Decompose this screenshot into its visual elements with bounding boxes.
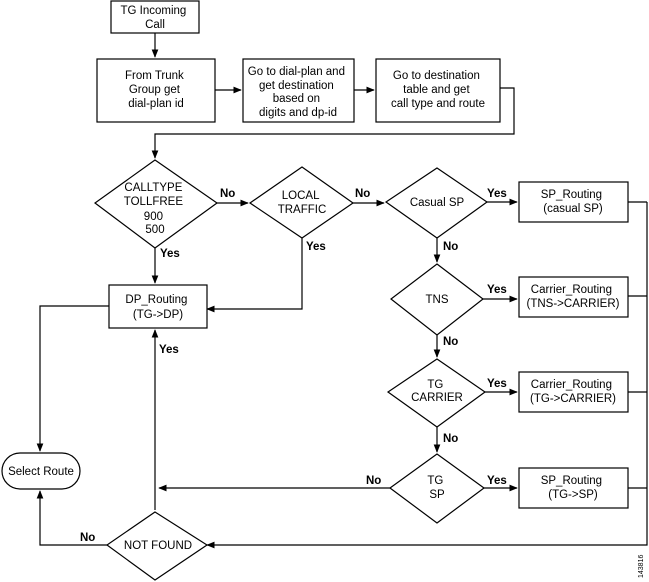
edge-dp-to-select — [36, 305, 109, 452]
edge-label-casual-yes: Yes — [487, 188, 507, 200]
edge-label-tgcarrier-no: No — [443, 433, 458, 445]
edge-label-tns-no: No — [443, 336, 458, 348]
node-tg-carrier — [386, 358, 487, 428]
edge-label-calltype-yes: Yes — [160, 248, 180, 260]
edge-notfound-no — [36, 490, 107, 546]
node-select-route — [1, 452, 81, 490]
node-sp-routing-casual — [518, 181, 629, 223]
node-not-found — [105, 511, 209, 581]
label-not-found: NOT FOUND — [124, 540, 192, 552]
label-local-traffic: LOCAL TRAFFIC — [278, 190, 327, 216]
edge-local-yes — [206, 238, 303, 313]
edge-desttable-to-calltype — [151, 87, 515, 159]
label-dial-plan: Go to dial-plan and get destination base… — [248, 66, 348, 119]
node-tg-incoming — [110, 0, 200, 34]
edge-label-casual-no: No — [443, 241, 458, 253]
node-labels: TG Incoming Call From Trunk Group get di… — [8, 5, 620, 552]
label-sp-routing-casual: SP_Routing (casual SP) — [541, 189, 606, 215]
node-casual-sp — [384, 167, 489, 239]
figure-id: 143816 — [638, 555, 645, 578]
label-carrier-routing-tns: Carrier_Routing (TNS->CARRIER) — [527, 284, 620, 310]
edge-labels: No Yes No Yes Yes No Yes No Yes Yes No N… — [80, 188, 507, 544]
node-tg-sp — [388, 453, 486, 524]
label-tg-carrier: TG CARRIER — [411, 379, 463, 404]
node-from-trunk — [96, 58, 216, 123]
edge-right-bus-to-notfound — [206, 202, 648, 549]
label-tg-sp: TG SP — [427, 475, 446, 501]
shapes — [1, 0, 629, 581]
edge-label-tgsp-no: No — [366, 475, 381, 487]
label-carrier-routing-tg: Carrier_Routing (TG->CARRIER) — [530, 379, 616, 405]
edge-label-local-no: No — [355, 188, 370, 200]
label-select-route: Select Route — [8, 466, 74, 478]
node-carrier-routing-tns — [518, 276, 629, 318]
node-dest-table — [375, 58, 501, 123]
label-dp-routing: DP_Routing (TG->DP) — [125, 294, 190, 321]
label-dest-table: Go to destination table and get call typ… — [391, 70, 485, 110]
node-tns — [390, 263, 484, 336]
label-tg-incoming: TG Incoming Call — [120, 5, 189, 31]
edge-label-tgcarrier-yes: Yes — [487, 378, 507, 390]
node-calltype — [93, 159, 219, 249]
edge-label-dp-yes: Yes — [159, 344, 179, 356]
label-sp-routing-tg: SP_Routing (TG->SP) — [541, 475, 606, 501]
node-sp-routing-tg — [518, 467, 629, 509]
edge-label-notfound-no: No — [80, 532, 95, 544]
node-carrier-routing-tg — [518, 371, 629, 413]
node-dp-routing — [108, 284, 208, 329]
label-calltype: CALLTYPE TOLLFREE 900 500 — [124, 182, 186, 236]
edge-label-calltype-no: No — [220, 188, 235, 200]
connectors — [36, 33, 648, 549]
label-casual-sp: Casual SP — [410, 197, 465, 209]
edge-label-tgsp-yes: Yes — [487, 475, 507, 487]
edge-label-local-yes: Yes — [306, 241, 326, 253]
label-tns: TNS — [426, 294, 449, 306]
node-local-traffic — [248, 166, 355, 239]
edge-label-tns-yes: Yes — [487, 284, 507, 296]
label-from-trunk: From Trunk Group get dial-plan id — [125, 70, 187, 110]
node-dial-plan — [242, 58, 355, 123]
